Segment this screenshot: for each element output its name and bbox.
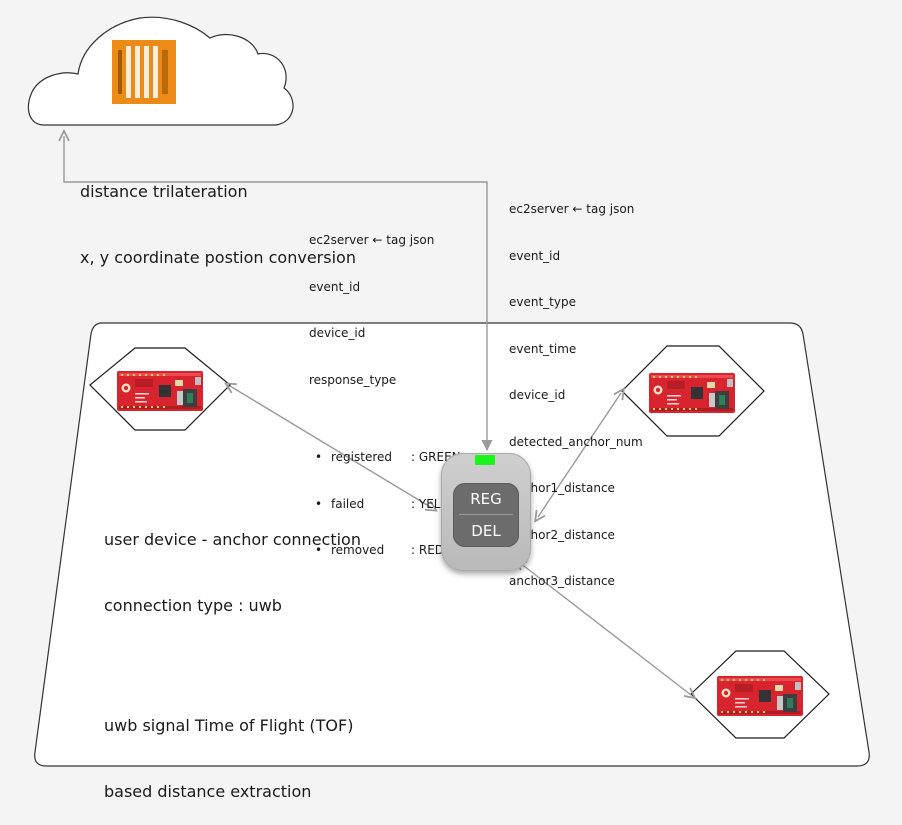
uwb-board-icon <box>717 676 803 716</box>
note-line1: user device - anchor connection <box>104 530 361 549</box>
response-type-item: •removed: RED <box>315 543 445 557</box>
event-json-title: ec2server ← tag json <box>509 202 635 216</box>
response-json-title: ec2server ← tag json <box>309 233 435 247</box>
user-device-tag: REG DEL <box>441 453 531 571</box>
event-field: event_type <box>509 295 576 309</box>
event-field: anchor1_distance <box>509 481 615 495</box>
cloud-note-line2: x, y coordinate postion conversion <box>80 248 356 267</box>
event-field: device_id <box>509 388 566 402</box>
aws-ec2-icon <box>112 40 176 104</box>
event-field: anchor2_distance <box>509 527 615 542</box>
uwb-board-icon <box>649 373 735 413</box>
note-line2: connection type : uwb <box>104 596 282 615</box>
cloud-note-line1: distance trilateration <box>80 182 248 201</box>
reg-button[interactable]: REG <box>470 489 502 508</box>
response-field: event_id <box>309 279 361 294</box>
status-led <box>475 455 495 465</box>
connection-arrow-anchor-2 <box>538 393 621 517</box>
anchor-3 <box>690 650 830 739</box>
anchor-2 <box>621 345 765 437</box>
uwb-board-icon <box>117 371 203 411</box>
event-field: event_id <box>509 248 561 263</box>
response-field: response_type <box>309 372 397 387</box>
button-divider <box>459 514 513 515</box>
event-field: event_time <box>509 341 577 356</box>
button-pad: REG DEL <box>453 483 519 547</box>
del-button[interactable]: DEL <box>471 521 501 540</box>
event-field: anchor3_distance <box>509 574 615 588</box>
event-field: detected_anchor_num <box>509 434 643 449</box>
note-line3: uwb signal Time of Flight (TOF) <box>104 716 354 735</box>
connection-notes: user device - anchor connection connecti… <box>104 485 361 825</box>
connection-arrow-anchor-3 <box>520 563 691 695</box>
response-field: device_id <box>309 326 366 340</box>
connection-arrow-anchor-1 <box>230 386 432 508</box>
data-flow-arrow <box>64 136 487 450</box>
event-json-block: ec2server ← tag json event_id event_type… <box>509 171 643 605</box>
cloud-note: distance trilateration x, y coordinate p… <box>80 137 356 291</box>
note-line4: based distance extraction <box>104 782 312 801</box>
